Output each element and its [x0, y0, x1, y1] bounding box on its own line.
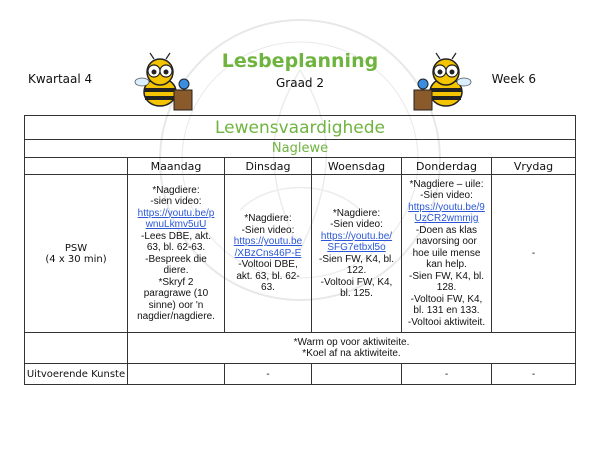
- video-link[interactable]: https://youtu.be/9: [408, 201, 485, 213]
- cell-line: SFG7etbxl5o: [312, 242, 401, 254]
- psw-wednesday-cell: *Nagdiere:-Sien video:https://youtu.be/S…: [311, 174, 402, 333]
- notes-cell: *Warm op voor aktiwiteite. *Koel af na a…: [127, 332, 576, 364]
- term-label: Kwartaal 4: [28, 72, 93, 86]
- cell-line: -Doen as klas: [415, 224, 478, 236]
- psw-label: PSW: [64, 242, 88, 254]
- lesson-plan-table: Lewensvaardighede Naglewe Maandag Dinsda…: [24, 115, 576, 385]
- cell-line: bl. 131 en 133.: [413, 305, 480, 317]
- grade-label: Graad 2: [275, 76, 324, 90]
- cell-line: 63, bl. 62-63.: [146, 242, 206, 253]
- note-line: *Koel af na aktiwiteite.: [302, 348, 401, 359]
- psw-friday-cell: -: [491, 174, 576, 333]
- page-title: Lesbeplanning: [221, 50, 379, 72]
- cell-line: -Sien FW, K4, bl.: [318, 253, 395, 265]
- subject-title: Lewensvaardighede: [24, 115, 576, 140]
- psw-thursday-cell: *Nagdiere – uile:-Sien video:https://you…: [401, 174, 492, 333]
- cell-line: paragrawe (10: [143, 288, 209, 299]
- cell-line: *Nagdiere:: [332, 207, 381, 219]
- cell-line: bl. 125.: [340, 288, 373, 299]
- cell-line: *Skryf 2: [158, 276, 194, 288]
- cell-line: hoe uile mense: [412, 247, 481, 259]
- cell-line: https://youtu.be: [225, 236, 311, 248]
- uk-friday-cell: -: [491, 363, 576, 385]
- cell-line: -Voltooi DBE,: [238, 259, 298, 271]
- uk-row-label: Uitvoerende Kunste: [24, 363, 128, 385]
- cell-line: -Lees DBE, akt.: [140, 230, 212, 242]
- cell-line: -Voltooi aktiwiteit.: [407, 316, 486, 328]
- video-link[interactable]: https://youtu.be/p: [137, 207, 215, 219]
- cell-line: -Bespreek die: [145, 253, 207, 265]
- week-label: Week 6: [491, 72, 536, 86]
- video-link[interactable]: https://youtu.be: [233, 236, 303, 248]
- video-link[interactable]: https://youtu.be/: [320, 230, 393, 242]
- cell-line: sinne) oor 'n: [148, 299, 204, 311]
- cell-line: nagdier/nagdiere.: [137, 311, 215, 322]
- psw-tuesday-cell: *Nagdiere:-Sien video:https://youtu.be/X…: [224, 174, 312, 333]
- uk-tuesday-cell: -: [224, 363, 312, 385]
- day-header-thursday: Donderdag: [401, 157, 492, 175]
- day-header-tuesday: Dinsdag: [224, 157, 312, 175]
- day-header-wednesday: Woensdag: [311, 157, 402, 175]
- cell-line: -Sien video:: [420, 190, 473, 202]
- video-link[interactable]: UzCR2wmmjg: [414, 213, 479, 225]
- uk-monday-cell: [127, 363, 225, 385]
- cell-line: akt. 63, bl. 62-: [236, 270, 300, 282]
- cell-line: 63.: [261, 282, 275, 294]
- uk-wednesday-cell: [311, 363, 402, 385]
- video-link[interactable]: SFG7etbxl5o: [327, 242, 386, 253]
- note-line: *Warm op voor aktiwiteite.: [293, 336, 410, 348]
- cell-line: wnuLkmv5uU: [128, 219, 224, 231]
- uk-thursday-cell: -: [401, 363, 492, 385]
- bee-mascot-icon: [413, 52, 472, 111]
- cell-line: https://youtu.be/9: [402, 202, 491, 214]
- cell-line: -Voltooi FW, K4,: [320, 276, 393, 288]
- psw-duration: (4 x 30 min): [45, 253, 107, 265]
- cell-line: /XBzCns46P-E: [225, 248, 311, 260]
- cell-line: -Sien video:: [241, 224, 295, 236]
- cell-line: *Nagdiere – uile:: [409, 178, 484, 190]
- cell-line: https://youtu.be/p: [128, 208, 224, 220]
- cell-line: -sien video:: [150, 196, 202, 207]
- cell-line: https://youtu.be/: [312, 231, 401, 243]
- cell-line: UzCR2wmmjg: [402, 213, 491, 225]
- cell-line: -Voltooi FW, K4,: [410, 293, 483, 305]
- day-header-monday: Maandag: [127, 157, 225, 175]
- cell-line: -Sien FW, K4, bl.: [408, 270, 485, 282]
- cell-line: diere.: [163, 265, 189, 276]
- cell-line: navorsing oor: [416, 236, 477, 248]
- cell-line: *Nagdiere:: [244, 213, 292, 225]
- cell-line: -Sien video:: [330, 219, 383, 230]
- cell-line: kan help.: [426, 259, 467, 271]
- cell-line: 128.: [436, 282, 457, 294]
- bee-mascot-icon: [134, 52, 193, 111]
- psw-row-label: PSW (4 x 30 min): [24, 174, 128, 333]
- topic-title: Naglewe: [24, 139, 576, 158]
- day-header-friday: Vrydag: [491, 157, 576, 175]
- corner-cell: [24, 157, 128, 175]
- cell-line: *Nagdiere:: [152, 184, 200, 196]
- notes-label-cell: [24, 332, 128, 364]
- video-link[interactable]: /XBzCns46P-E: [234, 247, 302, 259]
- psw-monday-cell: *Nagdiere:-sien video:https://youtu.be/p…: [127, 174, 225, 333]
- video-link[interactable]: wnuLkmv5uU: [145, 219, 207, 230]
- cell-line: 122.: [346, 265, 367, 276]
